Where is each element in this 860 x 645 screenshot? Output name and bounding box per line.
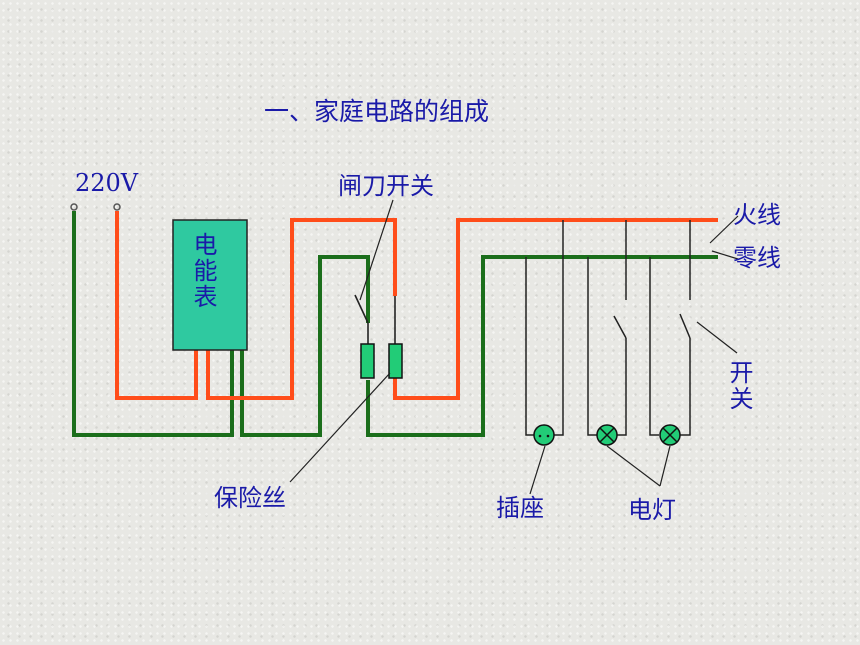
- socket-label: 插座: [496, 494, 544, 522]
- lamp-2: [659, 424, 681, 446]
- lamp-1: [596, 424, 618, 446]
- voltage-label: 220V: [75, 169, 139, 197]
- branch-wires: [525, 220, 691, 436]
- meter-label: 电能表: [189, 232, 217, 310]
- neutral-wires: [72, 211, 718, 437]
- energy-meter: [172, 219, 248, 351]
- terminal-right: [113, 203, 121, 211]
- lamp-switches: [613, 313, 691, 339]
- fuse-label: 保险丝: [214, 484, 286, 512]
- lamp-label: 电灯: [628, 496, 676, 524]
- knife-switch: [354, 294, 396, 344]
- leader-lines: [289, 199, 739, 495]
- terminal-left: [70, 203, 78, 211]
- socket-symbol: [533, 424, 555, 446]
- neutral-wire-label: 零线: [733, 244, 781, 272]
- fuse-right: [388, 343, 403, 379]
- live-wire-label: 火线: [733, 201, 781, 229]
- page-title: 一、家庭电路的组成: [264, 97, 490, 126]
- live-wires: [115, 211, 718, 400]
- knife-switch-label: 闸刀开关: [338, 172, 434, 200]
- switch-label: 开关: [725, 360, 753, 412]
- fuse-left: [360, 343, 375, 379]
